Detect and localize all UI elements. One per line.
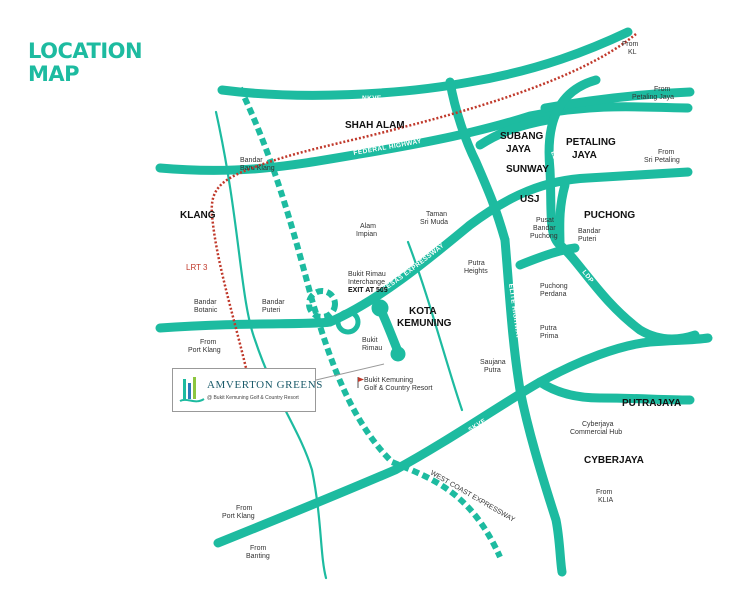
- major-highways: [155, 27, 713, 577]
- place-fpk2-1: From: [236, 505, 253, 512]
- place-bbk-1: Bandar: [240, 157, 263, 164]
- region-sunway: SUNWAY: [506, 164, 549, 175]
- place-banting-1: From: [250, 545, 267, 552]
- place-bbk-2: Baru Klang: [240, 165, 275, 172]
- amverton-brand-name: AMVERTON GREENS: [207, 379, 324, 391]
- road-label-kesas: KESAS EXPRESSWAY: [381, 242, 446, 293]
- ldp-east-branch: [555, 180, 570, 250]
- place-from-sp-2: Sri Petaling: [644, 157, 680, 164]
- place-brimau-2: Rimau: [362, 345, 382, 352]
- subang-link-road: [475, 115, 553, 150]
- place-pusat-3: Puchong: [530, 233, 558, 240]
- skve-road: [213, 333, 713, 548]
- place-alam-2: Impian: [356, 231, 377, 238]
- road-label-ldp-1: LDP: [549, 150, 561, 166]
- place-putra-h-1: Putra: [468, 260, 485, 267]
- place-from-sp-1: From: [658, 149, 675, 156]
- place-cyber-hub-2: Commercial Hub: [570, 429, 622, 436]
- region-petaling-1: PETALING: [566, 137, 616, 148]
- place-bri-2: Interchange: [348, 279, 385, 286]
- place-from-pj-1: From: [654, 86, 671, 93]
- page-title: LOCATION MAP: [28, 39, 143, 86]
- place-putra-p-2: Prima: [540, 333, 558, 340]
- place-exit-505: EXIT AT 505: [348, 287, 388, 294]
- place-saujana-1: Saujana: [480, 359, 506, 366]
- place-bputeri-e-1: Bandar: [578, 228, 601, 235]
- wce-loop: [306, 288, 338, 320]
- shah-alam-north-road: [445, 77, 510, 245]
- place-bputeri-e-2: Puteri: [578, 236, 597, 243]
- place-from-kl-2: KL: [628, 49, 637, 56]
- interchange-bukit-rimau: [335, 299, 406, 362]
- exit-505-node: [371, 299, 389, 317]
- place-taman-2: Sri Muda: [420, 219, 448, 226]
- place-klia-1: From: [596, 489, 613, 496]
- west-coast-expressway: [237, 86, 503, 559]
- place-taman-1: Taman: [426, 211, 447, 218]
- callout-pointer: [315, 363, 385, 381]
- region-petaling-2: JAYA: [572, 150, 597, 161]
- cyberjaya-road: [535, 377, 695, 405]
- place-bbotanic-2: Botanic: [194, 307, 218, 314]
- place-resort-1: Bukit Kemuning: [364, 377, 413, 384]
- place-putra-p-1: Putra: [540, 325, 557, 332]
- region-labels: SHAH ALAM SUBANG JAYA PETALING JAYA SUNW…: [180, 120, 681, 466]
- place-puchong-p-1: Puchong: [540, 283, 568, 290]
- place-bbotanic-1: Bandar: [194, 299, 217, 306]
- lrt3-label: LRT 3: [186, 263, 208, 272]
- resort-node: [390, 346, 406, 362]
- minor-road-sri-muda: [406, 240, 464, 412]
- place-resort-2: Golf & Country Resort: [364, 385, 433, 392]
- region-puchong: PUCHONG: [584, 210, 635, 221]
- place-bputeri-w-1: Bandar: [262, 299, 285, 306]
- usj-puchong-road: [515, 243, 580, 270]
- region-putrajaya: PUTRAJAYA: [622, 398, 681, 409]
- region-shah-alam: SHAH ALAM: [345, 120, 405, 131]
- place-banting-2: Banting: [246, 553, 270, 560]
- place-from-kl-1: From: [622, 41, 639, 48]
- road-label-west-coast: WEST COAST EXPRESSWAY: [429, 470, 516, 524]
- lrt3-track: [210, 33, 637, 369]
- place-klia-2: KLIA: [598, 497, 614, 504]
- road-label-lksa: LKSA HIGHWAY: [380, 167, 396, 222]
- minor-roads: [214, 110, 464, 580]
- amverton-brand-subtitle: @ Bukit Kemuning Golf & Country Resort: [207, 395, 299, 401]
- region-cyberjaya: CYBERJAYA: [584, 455, 644, 466]
- lrt3-line: [210, 33, 637, 369]
- place-fpk2-2: Port Klang: [222, 513, 255, 520]
- place-pusat-1: Pusat: [536, 217, 554, 224]
- region-klang: KLANG: [180, 210, 216, 221]
- place-alam-1: Alam: [360, 223, 376, 230]
- title-line-1: LOCATION: [28, 39, 143, 63]
- place-bputeri-w-2: Puteri: [262, 307, 281, 314]
- nkve-road: [217, 27, 633, 100]
- place-brimau-1: Bukit: [362, 337, 378, 344]
- place-cyber-hub-1: Cyberjaya: [582, 421, 614, 428]
- place-fpk1-2: Port Klang: [188, 347, 221, 354]
- region-usj: USJ: [520, 194, 539, 205]
- place-putra-h-2: Heights: [464, 268, 488, 275]
- place-puchong-p-2: Perdana: [540, 291, 567, 298]
- region-subang-2: JAYA: [506, 144, 531, 155]
- place-pusat-2: Bandar: [533, 225, 556, 232]
- wce-line: [237, 86, 503, 559]
- region-kota-2: KEMUNING: [397, 318, 452, 329]
- amverton-greens-callout: AMVERTON GREENS @ Bukit Kemuning Golf & …: [172, 368, 322, 412]
- amverton-logo-icon: [179, 377, 205, 403]
- place-bri-1: Bukit Rimau: [348, 271, 386, 278]
- place-fpk1-1: From: [200, 339, 217, 346]
- kesas-road: [155, 167, 693, 333]
- place-labels: From KL From Petaling Jaya From Sri Peta…: [186, 41, 680, 560]
- place-saujana-2: Putra: [484, 367, 501, 374]
- title-line-2: MAP: [28, 62, 80, 86]
- place-from-pj-2: Petaling Jaya: [632, 94, 674, 101]
- golf-flag-icon: [357, 377, 364, 388]
- federal-highway-road: [155, 102, 693, 175]
- region-kota-1: KOTA: [409, 306, 437, 317]
- region-subang-1: SUBANG: [500, 131, 544, 142]
- interchange-loop: [335, 309, 361, 335]
- road-label-nkve: NKVE: [362, 95, 382, 102]
- elite-highway-road: [500, 235, 567, 577]
